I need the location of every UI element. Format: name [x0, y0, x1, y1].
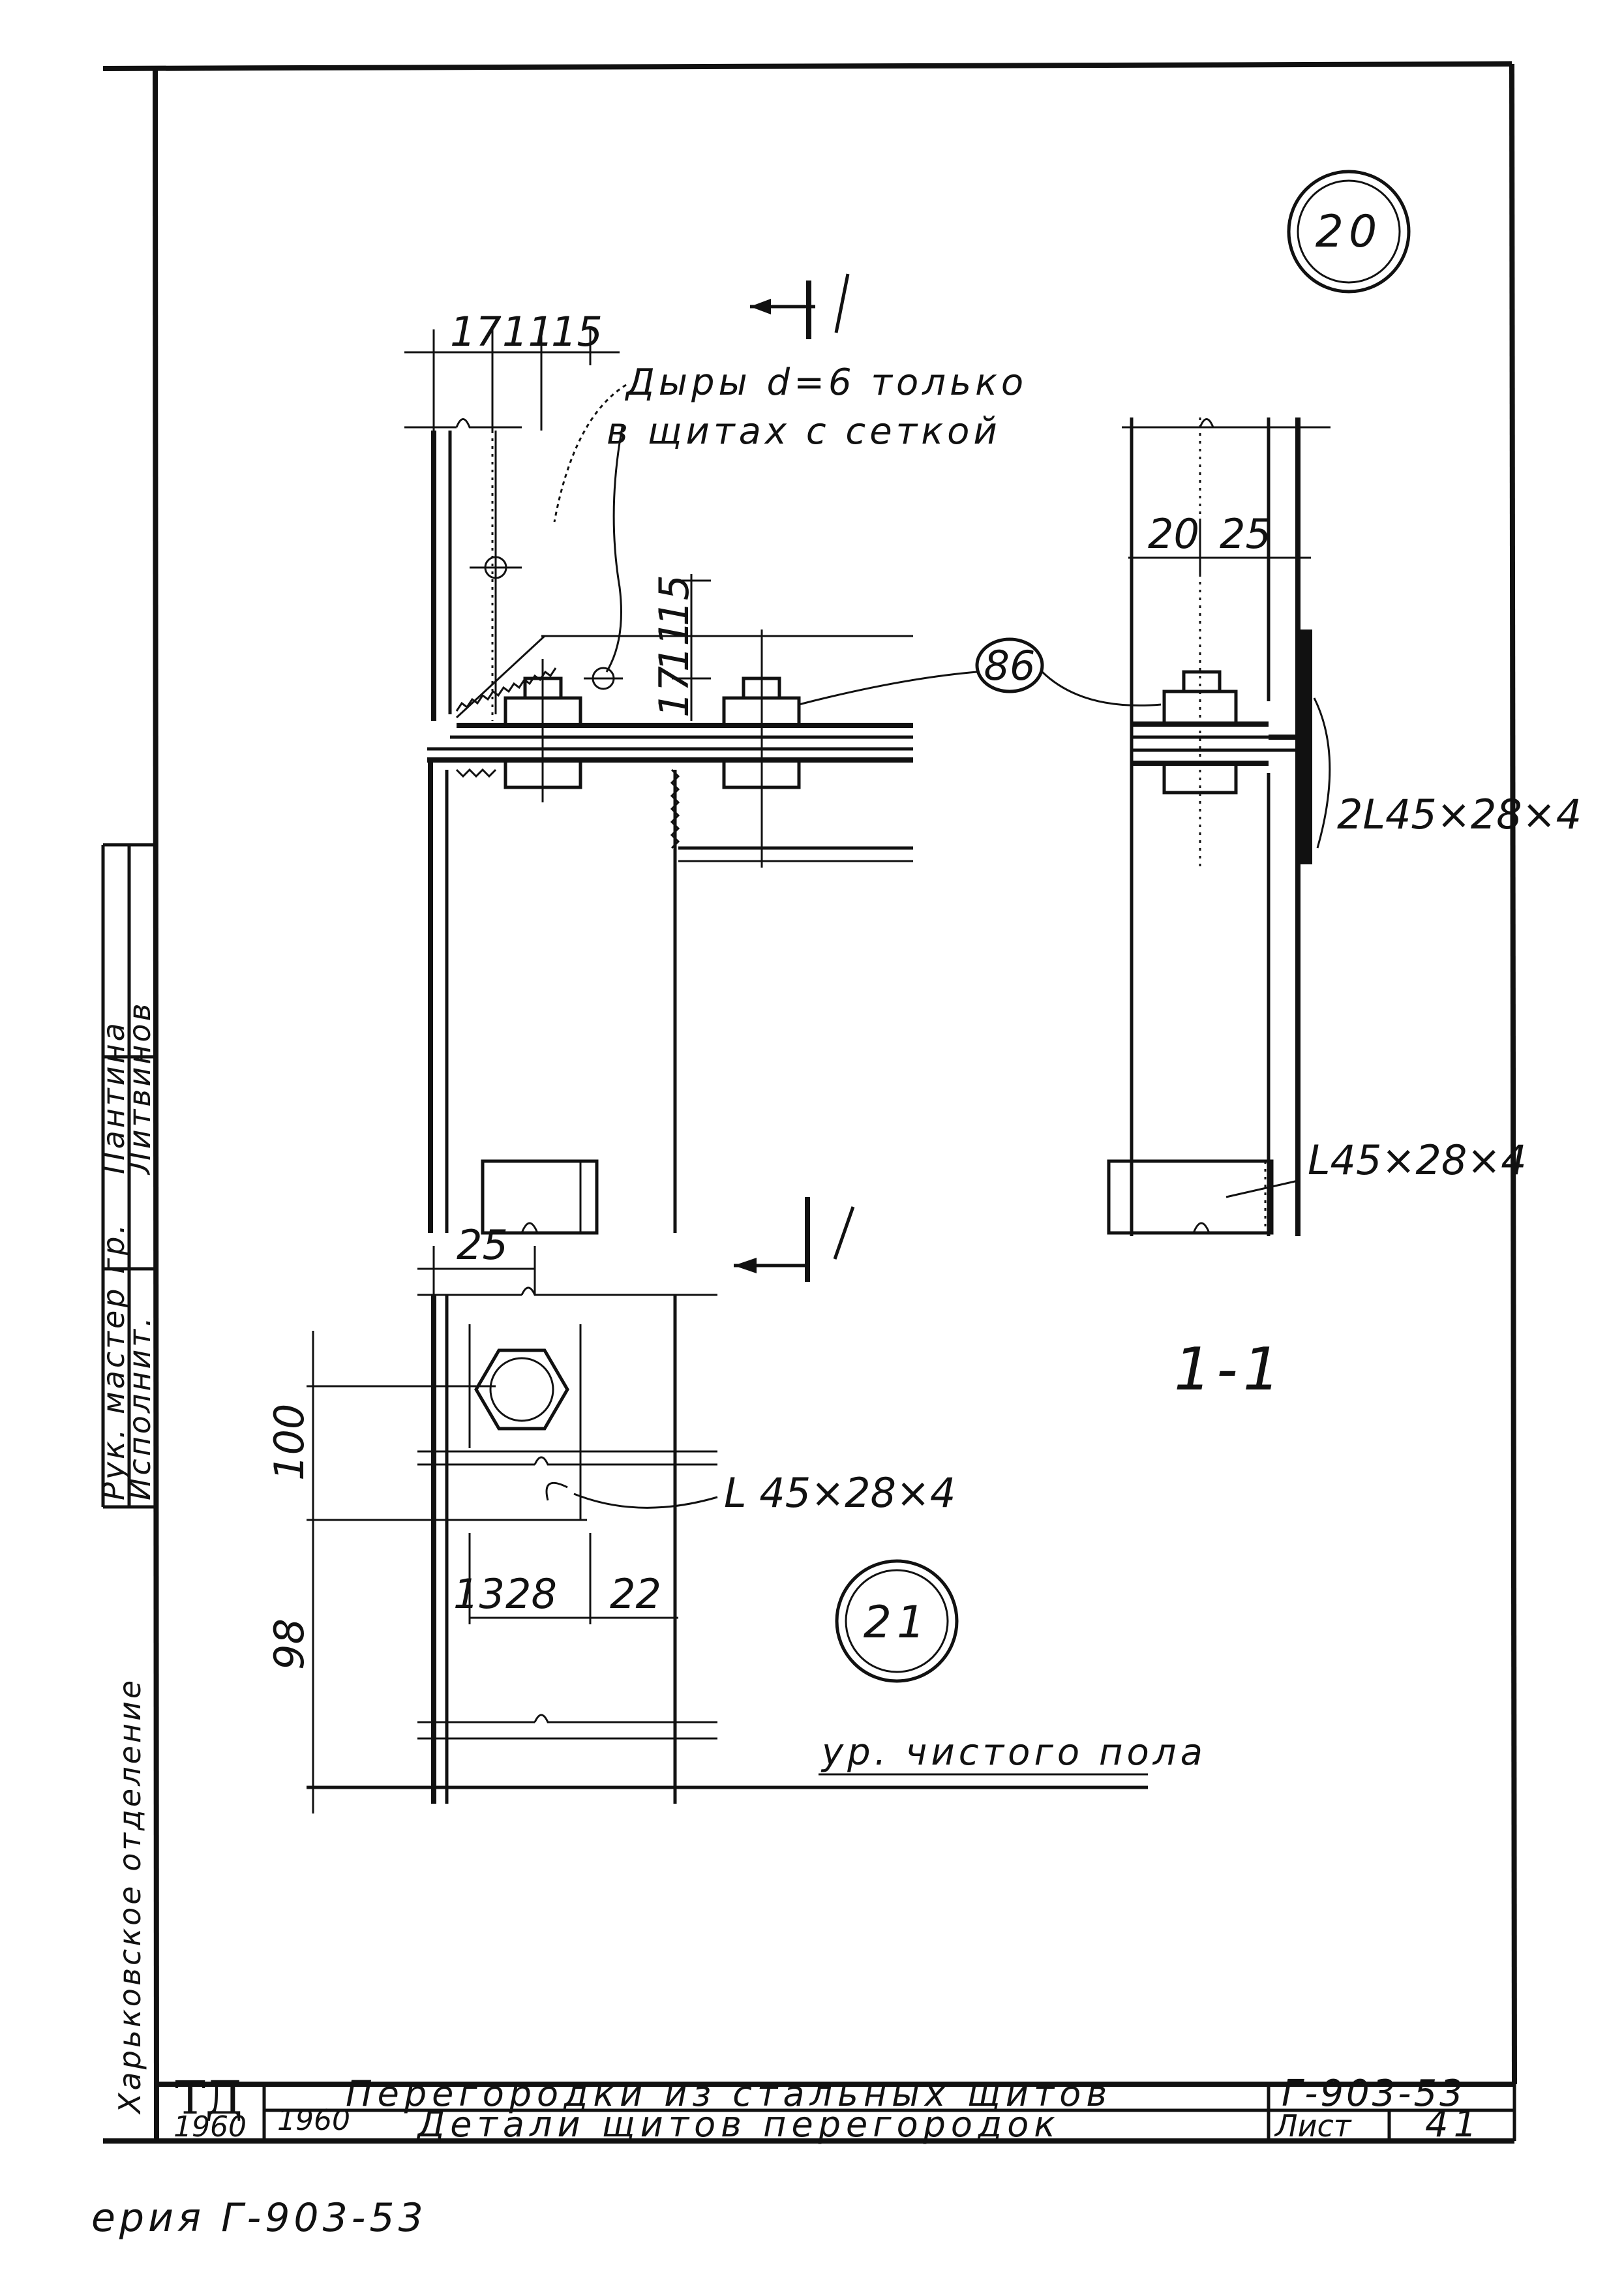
dim-bottom-100: 100 — [265, 1404, 313, 1481]
dim-right-20: 20 — [1148, 510, 1199, 558]
dim-sub-13: 13 — [453, 1570, 505, 1618]
title-logo-year: 1960 — [173, 2110, 247, 2144]
section-mark-bottom — [734, 1197, 855, 1282]
title-line1: Перегородки из стальных щитов — [346, 2073, 1112, 2114]
dim-bottom-25: 25 — [457, 1221, 508, 1269]
bottom-detail: 25 L 45×28×4 100 98 13 28 22 — [265, 1221, 1207, 1813]
dim-vert-11: 11 — [650, 620, 698, 672]
stamp-name1: Пантина — [96, 1020, 131, 1174]
angle-right-label: L45×28×4 — [1308, 1136, 1527, 1184]
dim-top-17: 17 — [450, 308, 502, 356]
title-line2-year: 1960 — [277, 2104, 350, 2137]
stamp-name2: Литвинов — [122, 1001, 157, 1176]
stamp-org: Харьковское отделение — [112, 1678, 147, 2115]
callout-20: 20 — [1287, 170, 1411, 294]
sheet-number: 41 — [1425, 2103, 1482, 2146]
floor-level-label: ур. чистого пола — [820, 1731, 1207, 1774]
holes-note-line2: в щитах с сеткой — [607, 410, 1001, 453]
dim-bottom-98: 98 — [265, 1618, 313, 1670]
dim-vert-17: 17 — [650, 666, 698, 718]
callout-86-label: 86 — [984, 642, 1036, 690]
holes-note-line1: Дыры d=6 только — [624, 361, 1027, 404]
dim-vert-15: 15 — [650, 575, 698, 626]
stamp-role1: Рук. мастер гр. — [96, 1222, 131, 1500]
callout-21-label: 21 — [864, 1597, 931, 1648]
footer-series: ерия Г-903-53 — [91, 2195, 427, 2241]
sheet-label: Лист — [1274, 2108, 1352, 2144]
title-block: ТД 1960 Перегородки из стальных щитов 19… — [155, 2071, 1514, 2146]
section-view-label: 1-1 — [1174, 1335, 1286, 1404]
section-mark-top — [750, 273, 850, 339]
callout-21: 21 — [835, 1559, 959, 1683]
title-logo: ТД — [175, 2071, 243, 2125]
dim-sub-28: 28 — [505, 1570, 557, 1618]
stamp-role2: Исполнит. — [122, 1314, 157, 1500]
callout-20-label: 20 — [1316, 206, 1383, 258]
angle-bottom-label: L 45×28×4 — [724, 1469, 955, 1517]
right-section: 20 25 2L45×28×4 L45×28×4 1-1 — [1107, 417, 1582, 1404]
dim-top-11: 11 — [502, 308, 554, 356]
holes-note: Дыры d=6 только в щитах с сеткой — [607, 361, 1027, 453]
dim-top-15: 15 — [551, 308, 603, 356]
left-assembly: 17 11 15 15 11 17 — [404, 308, 913, 1235]
angle-double-label: 2L45×28×4 — [1337, 791, 1582, 838]
title-line2: Детали щитов перегородок — [416, 2104, 1060, 2145]
callout-86: 86 — [798, 637, 1162, 706]
side-stamp: Пантина Литвинов Рук. мастер гр. Исполни… — [96, 843, 157, 2115]
dim-right-25: 25 — [1220, 510, 1271, 558]
dim-sub-22: 22 — [610, 1570, 661, 1618]
series-code: Г-903-53 — [1282, 2072, 1466, 2115]
